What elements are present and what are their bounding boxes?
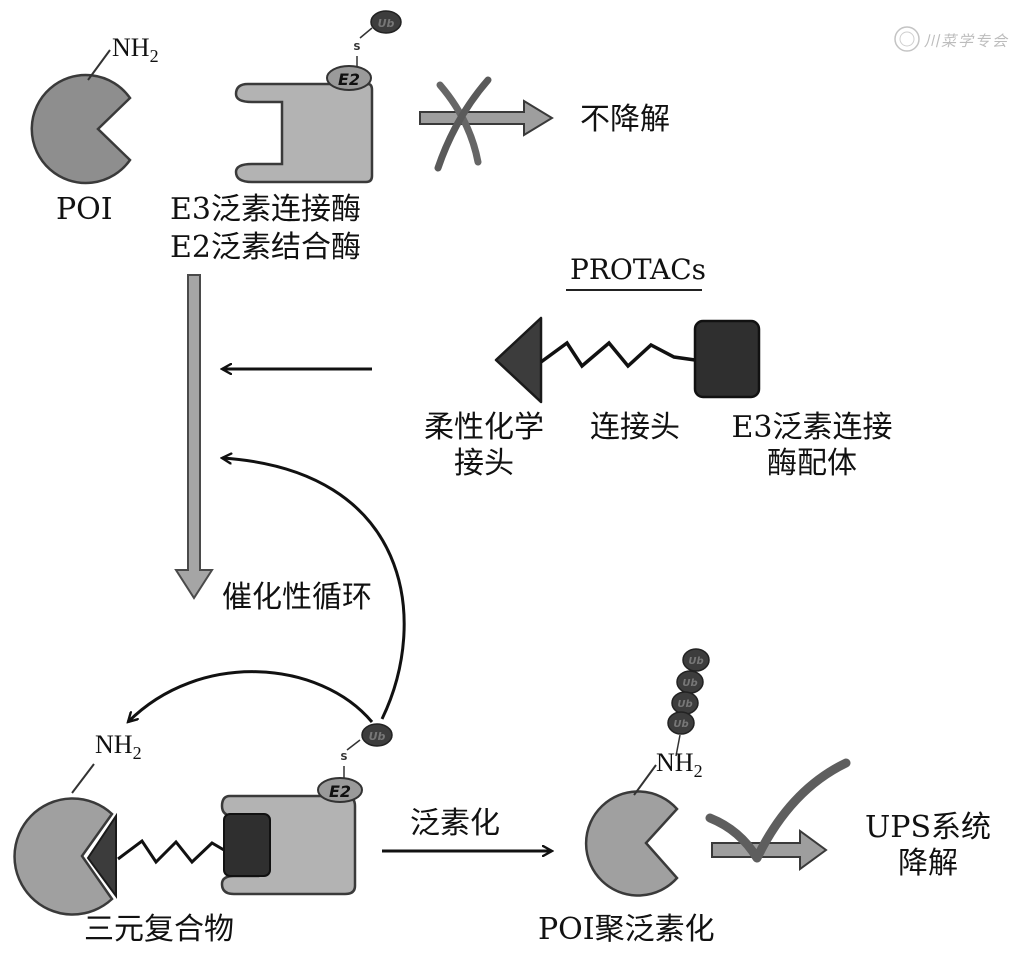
svg-text:S: S <box>353 42 360 53</box>
main-flow-arrow <box>174 274 214 600</box>
svg-text:Ub: Ub <box>688 656 703 667</box>
polyub-amine-label: NH2 <box>656 748 703 781</box>
ternary-e3-icon <box>220 794 357 896</box>
checked-arrow-icon <box>705 758 851 871</box>
watermark-text: 川菜学专会 <box>924 32 1010 50</box>
svg-text:Ub: Ub <box>673 719 688 730</box>
ternary-amine-label: NH2 <box>95 730 142 763</box>
linker-label-line1: 连接头 <box>590 410 680 445</box>
ubiquitination-label: 泛素化 <box>410 806 500 841</box>
svg-text:Ub: Ub <box>682 678 697 689</box>
poi-amine-label: NH2 <box>112 33 159 66</box>
polyub-poi-icon <box>584 734 681 897</box>
e3-ligand-square <box>693 319 761 399</box>
e3-ligand-label-line1: E3泛素连接 <box>731 410 893 445</box>
ternary-poi-icon <box>13 763 117 916</box>
linker-zigzag <box>539 340 696 369</box>
svg-text:Ub: Ub <box>378 17 395 30</box>
seal-logo-icon <box>894 26 920 52</box>
ups-label-line2: 降解 <box>898 846 958 881</box>
svg-text:E2: E2 <box>329 782 351 801</box>
bound-poi-ligand <box>86 812 117 900</box>
protac-molecule-icon <box>494 316 761 404</box>
e3-ligase-label: E3泛素连接酶 <box>170 192 361 227</box>
catalytic-cycle-label: 催化性循环 <box>222 580 372 615</box>
svg-text:E2: E2 <box>338 70 360 89</box>
e2-enzyme-icon: E2 S <box>326 27 373 91</box>
e3-ligand-label-line2: 酶配体 <box>767 446 857 481</box>
e3-ligand-label: E3泛素连接 酶配体 <box>712 410 912 482</box>
poi-protein-icon <box>30 49 132 185</box>
ternary-linker <box>117 838 225 865</box>
svg-text:S: S <box>340 752 347 763</box>
ternary-ubiquitin-icon: Ub <box>361 723 393 747</box>
poi-label: POI <box>56 192 113 227</box>
e2-enzyme-label: E2泛素结合酶 <box>170 230 361 265</box>
ups-degradation-label: UPS系统 降解 <box>858 810 998 882</box>
linker-label: 连接头 <box>570 410 700 446</box>
ternary-complex-label: 三元复合物 <box>84 912 234 947</box>
ub-chain-icon: Ub Ub Ub Ub <box>667 648 710 735</box>
protacs-title: PROTACs <box>570 253 707 286</box>
ternary-e2-icon: E2 S <box>317 739 363 803</box>
no-degradation-label: 不降解 <box>580 102 670 137</box>
ubiquitin-icon: Ub <box>370 10 402 34</box>
poi-ligand-label-line2: 接头 <box>454 446 514 481</box>
svg-text:Ub: Ub <box>369 730 386 743</box>
svg-text:Ub: Ub <box>677 699 692 710</box>
poi-ligand-triangle <box>494 316 543 404</box>
ups-label-line1: UPS系统 <box>864 810 992 845</box>
poi-ligand-label-line1: 柔性化学 <box>424 410 544 445</box>
e3-ligase-icon <box>234 82 374 184</box>
polyub-poi-label: POI聚泛素化 <box>538 912 715 947</box>
crossed-arrow-icon <box>419 76 554 172</box>
ub-transfer-arrow <box>128 670 374 722</box>
catalytic-cycle-arrow <box>222 458 406 720</box>
poi-ligand-label: 柔性化学 接头 <box>404 410 564 482</box>
